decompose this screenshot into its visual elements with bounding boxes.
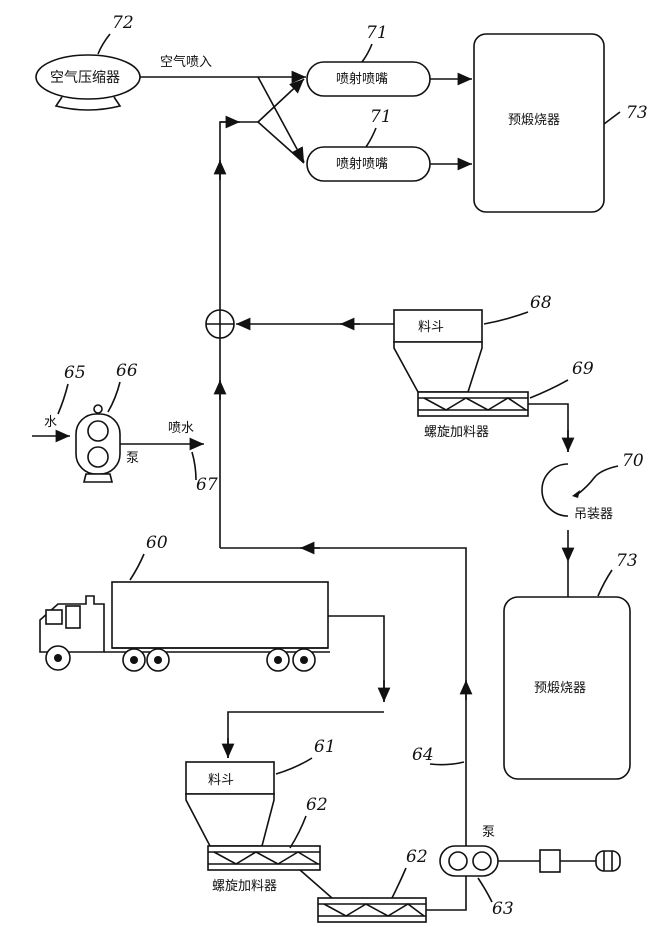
nozzle-bottom: 喷射喷嘴 — [306, 146, 431, 182]
leader-65 — [57, 383, 69, 415]
hopper-bottom-label: 料斗 — [208, 773, 234, 788]
ref-73-top: 73 — [626, 103, 648, 123]
crane — [541, 463, 569, 517]
ref-62-lower: 62 — [406, 847, 428, 867]
water-label: 水 — [44, 415, 57, 430]
air-compressor: 空气压缩器 — [35, 54, 141, 111]
ref-61: 61 — [314, 737, 336, 757]
ref-69: 69 — [572, 359, 594, 379]
feed-to-upper-nozzle — [257, 78, 305, 123]
ref-65: 65 — [64, 363, 86, 383]
hopper-bottom: 料斗 — [185, 761, 275, 847]
ref-67: 67 — [196, 475, 218, 495]
precalciner-top: 预煅烧器 — [473, 33, 605, 213]
crane-label: 吊装器 — [574, 507, 613, 522]
air-to-lower-nozzle — [257, 76, 305, 163]
ref-73-bottom: 73 — [616, 551, 638, 571]
screw-feeder-bottom-1: 螺旋加料器 — [207, 845, 321, 894]
ref-68: 68 — [530, 293, 552, 313]
leader-69 — [529, 379, 569, 399]
screw-feeder-bottom-label: 螺旋加料器 — [212, 879, 277, 894]
ref-66: 66 — [116, 361, 138, 381]
leader-73-top — [603, 111, 621, 125]
return-riser-line — [220, 547, 467, 911]
spray-water-label: 喷水 — [168, 421, 194, 436]
pump-bottom-label: 泵 — [482, 825, 495, 840]
leader-61 — [275, 757, 313, 775]
ref-62-upper: 62 — [306, 795, 328, 815]
hopper-top-label: 料斗 — [418, 320, 444, 335]
leader-71-top — [361, 43, 373, 63]
feed-pump — [439, 845, 621, 877]
line-to-hopper-bottom — [227, 711, 384, 758]
air-compressor-label: 空气压缩器 — [50, 70, 120, 86]
truck — [39, 581, 330, 672]
ref-60: 60 — [146, 533, 168, 553]
leader-67 — [191, 451, 197, 481]
ref-64: 64 — [412, 745, 434, 765]
leader-66 — [107, 381, 121, 413]
truck-discharge-line — [328, 615, 385, 702]
screw-feeder-top-label: 螺旋加料器 — [424, 425, 489, 440]
leader-70-head — [572, 490, 580, 498]
hopper-top: 料斗 — [393, 309, 483, 393]
nozzle-bottom-label: 喷射喷嘴 — [336, 156, 388, 172]
leader-71-bottom — [365, 127, 377, 148]
ref-72: 72 — [112, 13, 134, 33]
ref-63: 63 — [492, 899, 514, 919]
screw-feeder-top: 螺旋加料器 — [417, 391, 529, 440]
transfer-line — [299, 869, 333, 899]
leader-63 — [477, 877, 493, 903]
precalciner-bottom: 预煅烧器 — [503, 596, 631, 780]
precalciner-bottom-label: 预煅烧器 — [534, 680, 586, 696]
leader-62-lower — [391, 867, 407, 899]
leader-60 — [129, 553, 145, 581]
feeder-to-crane-line — [528, 403, 569, 452]
nozzle-top-label: 喷射喷嘴 — [336, 71, 388, 87]
leader-73-bottom — [597, 569, 613, 597]
screw-feeder-bottom-2 — [317, 897, 427, 923]
precalciner-top-label: 预煅烧器 — [508, 112, 560, 128]
feed-to-lower-nozzle — [257, 121, 305, 164]
leader-70 — [577, 465, 619, 495]
ref-70: 70 — [622, 451, 644, 471]
leader-62-upper — [289, 815, 307, 849]
water-pump — [75, 404, 121, 483]
leader-72 — [97, 33, 111, 55]
pump-water-label: 泵 — [126, 451, 139, 466]
nozzle-top: 喷射喷嘴 — [306, 61, 431, 97]
air-injection-label: 空气喷入 — [160, 54, 212, 70]
ref-71-bottom: 71 — [370, 107, 392, 127]
leader-64 — [429, 761, 465, 766]
leader-68 — [483, 311, 529, 325]
ref-71-top: 71 — [366, 23, 388, 43]
